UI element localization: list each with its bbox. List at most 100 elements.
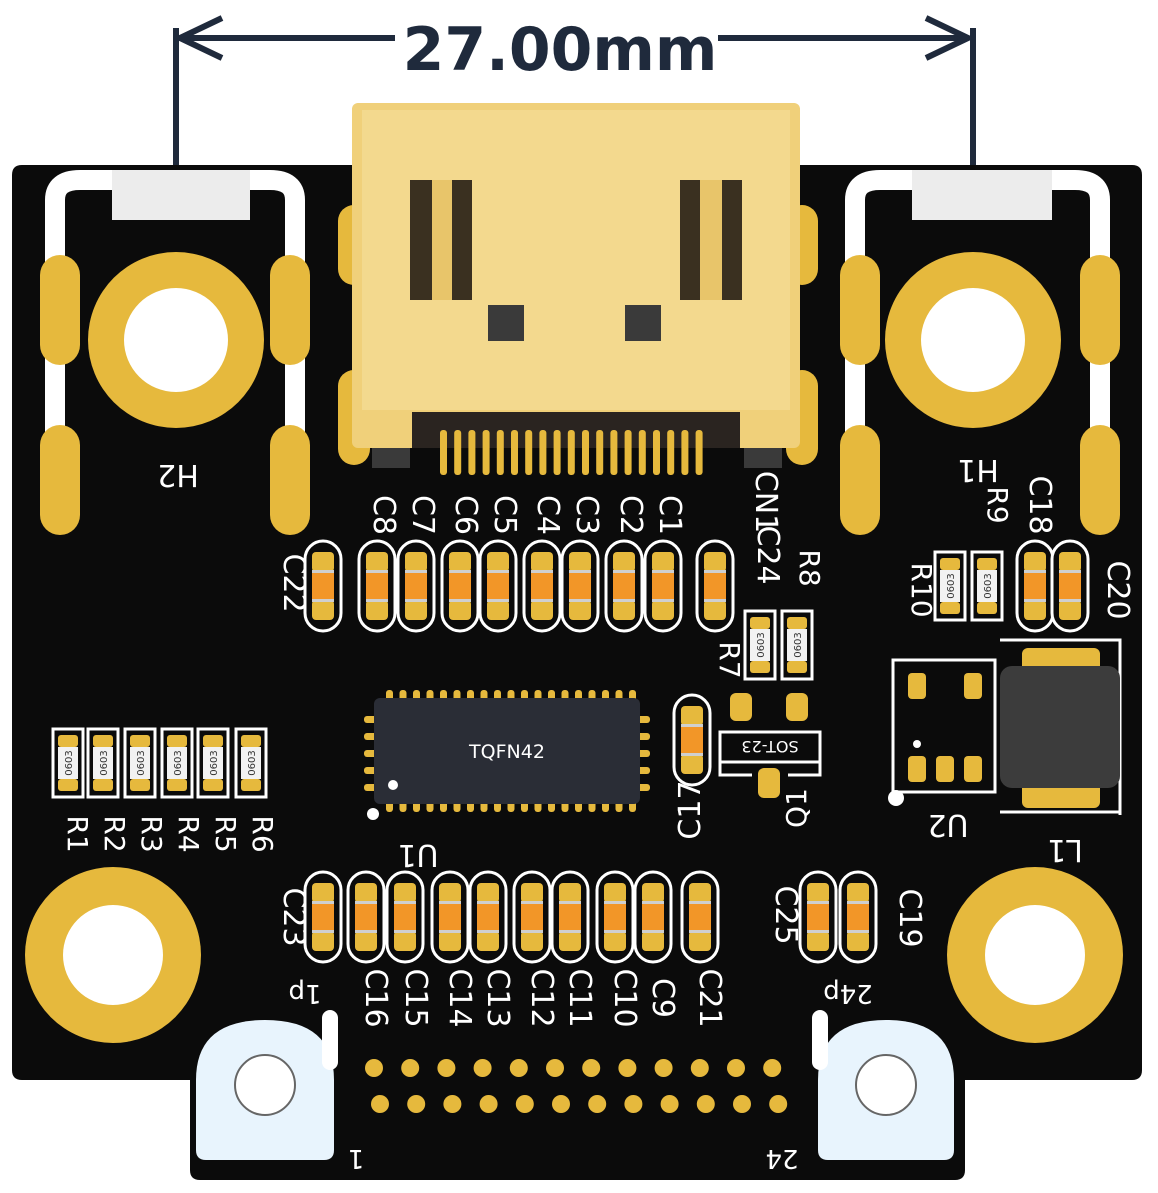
edge-pin [509,1059,528,1077]
capacitor-c18 [1015,539,1055,633]
capacitor-c24 [695,539,735,633]
capacitor-c16 [346,870,386,964]
edge-pin [401,1059,420,1077]
resistor-package-label: 0603 [983,573,994,598]
edge-pin [733,1095,751,1113]
capacitor-c17 [672,693,712,787]
capacitor-c9 [633,870,673,964]
edge-pin [552,1095,570,1113]
silkscreen-c12: C12 [524,968,559,1027]
silkscreen-pin-p24: 24p [823,978,873,1008]
mount-hole-bl [25,867,201,1043]
slot-hole-left [196,1020,334,1160]
edge-pin [763,1059,782,1077]
silkscreen-u2: U2 [927,807,968,842]
capacitor-c19 [838,870,878,964]
edge-pin [624,1095,643,1113]
silkscreen-r9: R9 [981,486,1014,523]
mount-hole-br [947,867,1123,1043]
edge-pin [443,1095,462,1113]
edge-pin [407,1095,426,1113]
ic-package-label: TQFN42 [468,741,545,763]
silkscreen-r4: R4 [172,815,205,852]
capacitor-c15 [385,870,425,964]
silkscreen-r5: R5 [209,815,242,852]
edge-pin [618,1059,637,1077]
silkscreen-l1: L1 [1047,832,1083,867]
capacitor-c5 [478,539,518,633]
silkscreen-c9: C9 [645,978,680,1018]
silkscreen-c19: C19 [892,888,927,947]
edge-pin [727,1059,745,1077]
silkscreen-c24: C24 [750,525,785,584]
edge-pin [654,1059,673,1077]
silkscreen-h1: H1 [957,452,999,487]
mount-hole-h2 [88,252,264,428]
resistor-r4: 0603 [160,727,194,799]
capacitor-c21 [680,870,720,964]
resistor-package-label: 0603 [209,750,220,775]
silkscreen-c8: C8 [366,495,401,535]
edge-pin [690,1059,709,1077]
silkscreen-q1: Q1 [780,788,813,828]
ic-u1: TQFN42 [364,690,650,820]
slot-hole-right [818,1020,954,1160]
silkscreen-r10: R10 [905,562,938,617]
capacitor-c20 [1050,539,1090,633]
silkscreen-cn1: CN1 [748,471,783,533]
resistor-package-label: 0603 [247,750,258,775]
resistor-r7: 0603 [743,609,777,681]
dimension-annotation: 27.00mm [173,15,976,165]
silkscreen-c16: C16 [358,968,393,1027]
capacitor-c1 [643,539,683,633]
resistor-package-label: 0603 [64,750,75,775]
silkscreen-c17: C17 [673,780,708,839]
edge-pin [365,1059,383,1077]
silkscreen-c11: C11 [562,968,597,1027]
silkscreen-r7: R7 [713,641,746,678]
resistor-r5: 0603 [196,727,230,799]
silkscreen-c18: C18 [1022,475,1057,534]
resistor-r9: 0603 [970,550,1004,622]
edge-pin [660,1095,679,1113]
resistor-r1: 0603 [51,727,85,799]
capacitor-c12 [512,870,552,964]
capacitor-c10 [595,870,635,964]
silkscreen-c13: C13 [480,968,515,1027]
silkscreen-c25: C25 [768,885,803,944]
transistor-q1: SOT-23 [718,693,822,798]
edge-pin [588,1095,607,1113]
silkscreen-pin-n1: 1 [348,1143,365,1173]
capacitor-c22 [303,539,343,633]
silkscreen-pin-p1: 1p [288,978,321,1008]
silkscreen-h2: H2 [157,457,199,492]
silkscreen-r1: R1 [61,815,94,852]
silkscreen-c15: C15 [398,968,433,1027]
silkscreen-c14: C14 [442,968,477,1027]
resistor-r6: 0603 [234,727,268,799]
capacitor-c11 [550,870,590,964]
silkscreen-u1: U1 [397,837,438,872]
silkscreen-c4: C4 [530,495,565,535]
edge-pin [769,1095,788,1113]
mount-hole-h1 [885,252,1061,428]
silkscreen-c5: C5 [487,495,522,535]
capacitor-c3 [560,539,600,633]
inductor-l1 [1000,638,1122,815]
capacitor-c8 [357,539,397,633]
sot-package-label: SOT-23 [741,737,798,756]
silkscreen-c23: C23 [276,887,311,946]
resistor-package-label: 0603 [99,750,110,775]
silkscreen-c20: C20 [1100,560,1135,619]
silkscreen-c10: C10 [607,968,642,1027]
silkscreen-r6: R6 [246,815,279,852]
dimension-label: 27.00mm [403,15,718,85]
capacitor-c23 [303,870,343,964]
silkscreen-r3: R3 [135,815,168,852]
capacitor-c2 [604,539,644,633]
resistor-package-label: 0603 [136,750,147,775]
silkscreen-c6: C6 [448,495,483,535]
capacitor-c6 [440,539,480,633]
resistor-package-label: 0603 [173,750,184,775]
